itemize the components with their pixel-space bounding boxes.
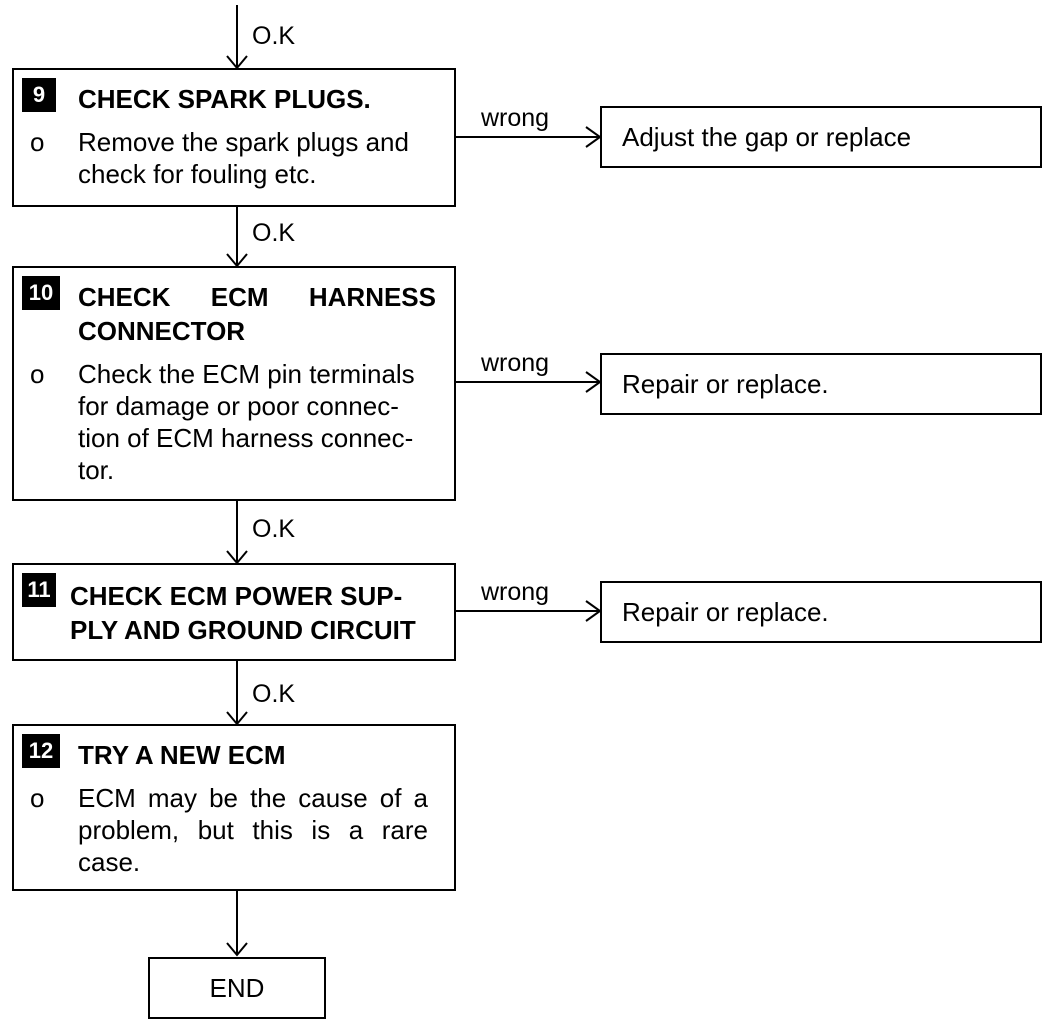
step-10-body: Check the ECM pin terminals for damage o… [78,358,438,486]
step-12-body-line-3: case. [78,847,141,877]
step-11-title-line-2: PLY AND GROUND CIRCUIT [70,615,416,645]
step-10-body-line-1: Check the ECM pin terminals [78,359,415,389]
step-10-box: 10 CHECK ECM HARNESS CONNECTOR o Check t… [12,266,456,501]
step-9-title: CHECK SPARK PLUGS. [78,84,371,114]
step-9-bullet: o [30,127,45,157]
step-9-wrong-action-box: Adjust the gap or replace [600,106,1042,168]
step-10-body-line-3: tion of ECM harness connec- [78,423,414,453]
ok-label-9: O.K [252,22,296,50]
end-label: END [209,973,265,1003]
step-9-wrong-action: Adjust the gap or replace [622,122,912,152]
step-11-box: 11 CHECK ECM POWER SUP- PLY AND GROUND C… [12,563,456,661]
wrong-label-11: wrong [481,578,550,606]
step-10-bullet: o [30,359,45,389]
ok-label-11: O.K [252,515,296,543]
wrong-label-9: wrong [481,104,550,132]
step-12-body-line-2: problem, but this is a rare [78,815,428,845]
step-10-number-badge: 10 [22,276,60,310]
step-9-body: Remove the spark plugs and check for fou… [78,126,438,190]
step-11-number-badge: 11 [22,573,56,607]
step-10-body-line-2: for damage or poor connec- [78,391,399,421]
step-11-title-line-1: CHECK ECM POWER SUP- [70,581,403,611]
end-box: END [148,957,326,1019]
step-12-number-badge: 12 [22,734,60,768]
ok-label-10: O.K [252,219,296,247]
step-10-title-line-2: CONNECTOR [78,316,246,346]
step-10-title-line-1: CHECK ECM HARNESS [78,282,436,312]
step-9-box: 9 CHECK SPARK PLUGS. o Remove the spark … [12,68,456,207]
step-10-wrong-action: Repair or replace. [622,369,829,399]
step-12-box: 12 TRY A NEW ECM o ECM may be the cause … [12,724,456,891]
step-12-title: TRY A NEW ECM [78,740,286,770]
step-12-bullet: o [30,783,45,813]
step-9-number-badge: 9 [22,78,56,112]
step-10-body-line-4: tor. [78,455,115,485]
step-9-body-line-2: check for fouling etc. [78,159,317,189]
step-9-body-line-1: Remove the spark plugs and [78,127,409,157]
wrong-label-10: wrong [481,349,550,377]
step-11-wrong-action: Repair or replace. [622,597,829,627]
ok-label-12: O.K [252,680,296,708]
step-12-body: ECM may be the cause of a problem, but t… [78,782,428,878]
step-11-wrong-action-box: Repair or replace. [600,581,1042,643]
step-12-body-line-1: ECM may be the cause of a [78,783,428,813]
step-10-wrong-action-box: Repair or replace. [600,353,1042,415]
